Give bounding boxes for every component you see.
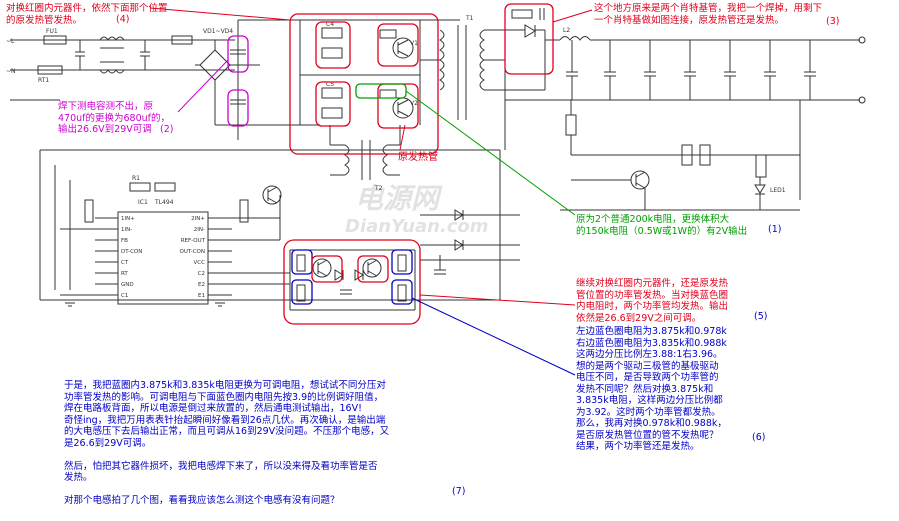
note-7-number: (7) xyxy=(452,486,466,497)
ic-pin-right-5: VCC xyxy=(194,260,206,266)
ic-pin-right-8: E1 xyxy=(198,293,205,299)
original-hot-transistor-label: 原发热管 xyxy=(398,152,438,163)
leader-note-1 xyxy=(405,90,576,216)
red-circle-schottky xyxy=(504,3,554,75)
label-r1: R1 xyxy=(132,175,140,182)
ic-pin-right-3: REF-OUT xyxy=(181,238,206,244)
note-5: 继续对换红圈内元器件，还是原发热 管位置的功率管发热。当对换蓝色圈 内电阻时，两… xyxy=(576,278,729,324)
note-1-number: (1) xyxy=(768,224,782,235)
note-4-number: (4) xyxy=(116,14,130,25)
ic-pin-left-2: 1IN- xyxy=(121,227,132,233)
label-fuse: FU1 xyxy=(46,28,58,35)
blue-circle-right-top xyxy=(391,249,413,275)
ic-pin-left-5: CT xyxy=(121,260,129,266)
leader-note-3 xyxy=(552,9,593,23)
label-v2: V2 xyxy=(410,100,418,107)
watermark-cn: 电源网 xyxy=(355,182,443,215)
annotation-marks xyxy=(149,3,593,376)
blue-circle-left-top xyxy=(291,249,313,275)
note-6-number: (6) xyxy=(752,432,766,443)
label-ic-part: TL494 xyxy=(154,199,174,206)
ic-pin-left-7: GND xyxy=(121,282,134,288)
note-7: 于是，我把蓝圈内3.875k和3.835k电阻更换为可调电阻，想试试不同分压对 … xyxy=(64,380,390,506)
leader-note-5 xyxy=(419,294,576,306)
ic-pin-right-6: C2 xyxy=(198,271,205,277)
ic-pin-left-6: RT xyxy=(121,271,128,277)
watermark: 电源网 DianYuan.com xyxy=(345,182,489,237)
leader-note-4 xyxy=(149,7,291,21)
note-4: 对换红圈内元器件，依然下面那个位置 的原发热管发热。 xyxy=(6,3,168,26)
note-3-number: (3) xyxy=(826,16,840,27)
label-c4: C4 xyxy=(326,21,334,28)
label-led: LED1 xyxy=(770,187,786,194)
red-frame-top-switch xyxy=(289,13,439,155)
magenta-circle-cap2 xyxy=(227,89,249,127)
note-2-number: (2) xyxy=(160,124,174,135)
circuit-wiring xyxy=(10,8,866,311)
note-3: 这个地方原来是两个肖特基管，我把一个焊掉，用剩下 一个肖特基做如图连接，原发热管… xyxy=(594,3,823,26)
ic-pin-left-4: DT-CON xyxy=(121,249,142,255)
ic-pin-left-8: C1 xyxy=(121,293,128,299)
red-circle-v1 xyxy=(377,23,419,67)
label-bridge: VD1~VD4 xyxy=(203,28,233,35)
label-ac-n: ~N xyxy=(6,68,16,75)
ic-pin-left-3: FB xyxy=(121,238,128,244)
ic-pin-right-7: E2 xyxy=(198,282,205,288)
label-l2: L2 xyxy=(563,27,570,34)
label-v1: V1 xyxy=(410,40,418,47)
ic-pin-right-4: OUT-CON xyxy=(180,249,205,255)
blue-circle-right-bottom xyxy=(391,279,413,305)
red-circle-driver-left xyxy=(311,255,343,283)
ic-pin-right-1: 2IN+ xyxy=(191,216,205,222)
label-t1: T1 xyxy=(465,15,474,22)
ic-pin-right-2: 2IN- xyxy=(194,227,205,233)
label-c5: C5 xyxy=(326,81,334,88)
ic-pin-left-1: 1IN+ xyxy=(121,216,135,222)
label-ic-ref: IC1 xyxy=(138,199,148,206)
watermark-en: DianYuan.com xyxy=(345,216,489,237)
label-thermistor: RT1 xyxy=(38,77,49,84)
red-frame-driver xyxy=(283,239,421,325)
leader-orig-tube xyxy=(399,124,406,151)
ic-pin-labels: 1IN+ 1IN- FB DT-CON CT RT GND C1 2IN+ 2I… xyxy=(121,216,206,299)
red-circle-driver-right xyxy=(357,255,389,283)
leader-note-6 xyxy=(411,297,576,376)
label-ac-l: ~L xyxy=(6,38,15,45)
note-1: 原为2个普通200k电阻，更换体积大 的150k电阻（0.5W或1W的）有2V输… xyxy=(576,214,748,237)
label-t2: T2 xyxy=(374,185,383,192)
blue-circle-left-bottom xyxy=(291,279,313,305)
component-labels: ~L ~N FU1 RT1 VD1~VD4 T1 T2 L2 LED1 V1 V… xyxy=(6,15,786,206)
leader-note-2 xyxy=(177,59,229,113)
note-2: 焊下测电容测不出，原 470uf的更换为680uf的， 输出26.6V到29V可… xyxy=(58,101,170,135)
note-5-number: (5) xyxy=(754,311,768,322)
red-circle-c4 xyxy=(315,21,351,69)
magenta-circle-cap1 xyxy=(227,35,249,73)
red-circle-c5 xyxy=(315,81,351,127)
green-circle-resistors xyxy=(355,83,407,99)
note-6: 左边蓝色圈电阻为3.875k和0.978k 右边蓝色圈电阻为3.835k和0.9… xyxy=(576,326,727,452)
